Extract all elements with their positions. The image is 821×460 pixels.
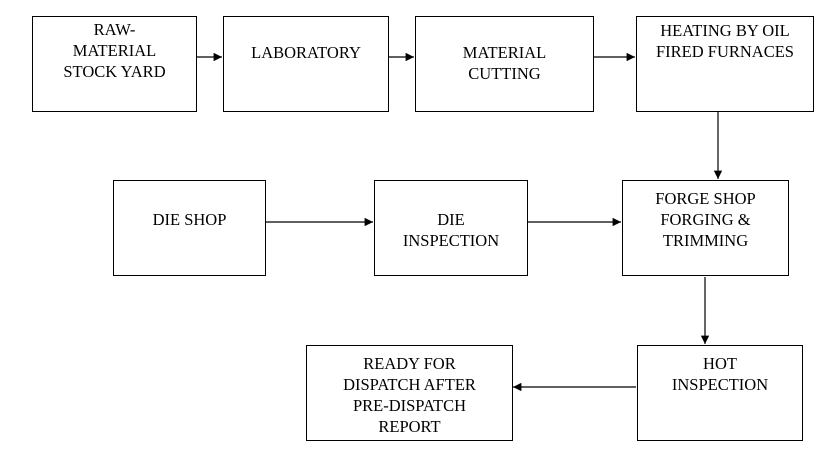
node-die-shop: DIE SHOP (113, 180, 266, 276)
node-label: HEATING BY OIL FIRED FURNACES (656, 21, 794, 61)
node-label: FORGE SHOP FORGING & TRIMMING (655, 189, 756, 250)
node-laboratory: LABORATORY (223, 16, 389, 112)
node-label: READY FOR DISPATCH AFTER PRE-DISPATCH RE… (343, 354, 476, 436)
node-raw-material-stock-yard: RAW- MATERIAL STOCK YARD (32, 16, 197, 112)
node-material-cutting: MATERIAL CUTTING (415, 16, 594, 112)
node-ready-for-dispatch: READY FOR DISPATCH AFTER PRE-DISPATCH RE… (306, 345, 513, 441)
node-label: DIE INSPECTION (402, 210, 500, 250)
node-die-inspection: DIE INSPECTION (374, 180, 528, 276)
node-heating-by-oil-fired-furnaces: HEATING BY OIL FIRED FURNACES (636, 16, 814, 112)
node-label: LABORATORY (251, 43, 361, 62)
node-hot-inspection: HOT INSPECTION (637, 345, 803, 441)
node-forge-shop: FORGE SHOP FORGING & TRIMMING (622, 180, 789, 276)
node-label: HOT INSPECTION (671, 354, 769, 394)
node-label: RAW- MATERIAL STOCK YARD (63, 20, 166, 81)
node-label: MATERIAL CUTTING (462, 43, 547, 83)
node-label: DIE SHOP (152, 210, 227, 229)
